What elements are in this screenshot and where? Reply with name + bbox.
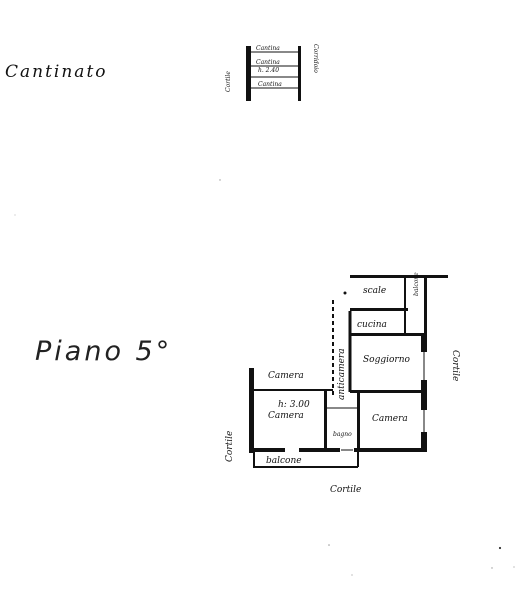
- basement-label-cantina-1: Cantina: [256, 45, 280, 52]
- paper-specks: [14, 179, 515, 576]
- label-balcone-bottom: balcone: [266, 456, 302, 466]
- label-balcone-right: balcone: [413, 272, 420, 296]
- label-camera-left: Camera: [268, 411, 304, 421]
- basement-label-cantina-3: Cantina: [258, 81, 282, 88]
- floor-plan: [249, 275, 448, 468]
- label-cortile-left: Cortile: [225, 431, 235, 462]
- label-soggiorno: Soggiorno: [363, 355, 411, 365]
- label-bagno: bagno: [333, 431, 352, 438]
- floor-heading: Piano 5°: [35, 336, 172, 367]
- basement-heading: Cantinato: [5, 62, 108, 82]
- label-scale: scale: [363, 286, 386, 296]
- label-cucina: cucina: [357, 320, 387, 330]
- basement-label-cantina-2: Cantina: [256, 59, 280, 66]
- label-cortile-bottom: Cortile: [330, 485, 361, 495]
- basement-label-cortile: Cortile: [225, 71, 232, 92]
- label-cortile-right: Cortile: [450, 350, 460, 381]
- basement-label-corridoio: Corridoio: [312, 44, 319, 73]
- label-height: h: 3.00: [278, 400, 310, 410]
- label-camera-right: Camera: [372, 414, 408, 424]
- label-camera-top: Camera: [268, 371, 304, 381]
- basement-plan: [246, 46, 301, 101]
- label-anticamera: anticamera: [337, 348, 347, 400]
- basement-label-height: h. 2.40: [258, 67, 279, 74]
